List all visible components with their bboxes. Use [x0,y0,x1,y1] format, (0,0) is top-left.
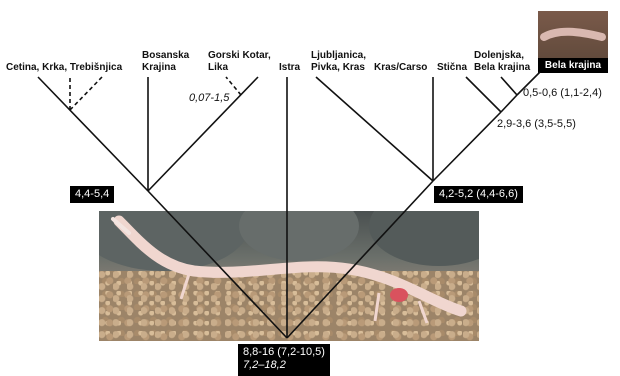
clade-label-stic: Stična [437,62,467,74]
branch-cetina [38,77,148,191]
branch-root-right [287,181,433,338]
node-label-gorski: 0,07-1,5 [189,92,229,105]
branch-dol-node [501,95,517,112]
clade-label-gorski: Gorski Kotar, Lika [208,50,271,74]
node-label-stic: 2,9-3,6 (3,5-5,5) [497,118,576,131]
branch-root-left [148,191,287,338]
branch-stic-node [433,112,501,181]
node-label-root: 8,8-16 (7,2-10,5) [243,346,325,359]
node-badge-root: 8,8-16 (7,2-10,5) 7,2–18,2 [238,344,330,376]
clade-label-istra: Istra [279,62,300,74]
clade-label-cetina: Cetina, Krka, Trebišnjica [6,62,122,74]
branch-dolenjska [501,77,517,95]
node-label-dolenjska: 0,5-0,6 (1,1-2,4) [523,87,602,100]
branch-dash-b [70,77,102,110]
clade-label-kras: Kras/Carso [374,62,427,74]
branch-ljubljanica [316,77,433,181]
node-label-root-alt: 7,2–18,2 [243,359,325,372]
branch-stic [466,77,501,112]
node-badge-left: 4,4-5,4 [70,186,114,203]
node-badge-right: 4,2-5,2 (4,4-6,6) [434,186,523,203]
clade-label-bosanska: Bosanska Krajina [142,50,189,74]
clade-label-ljubljanica: Ljubljanica, Pivka, Kras [311,50,366,74]
clade-label-dolenjska: Dolenjska, Bela krajina [474,50,530,74]
